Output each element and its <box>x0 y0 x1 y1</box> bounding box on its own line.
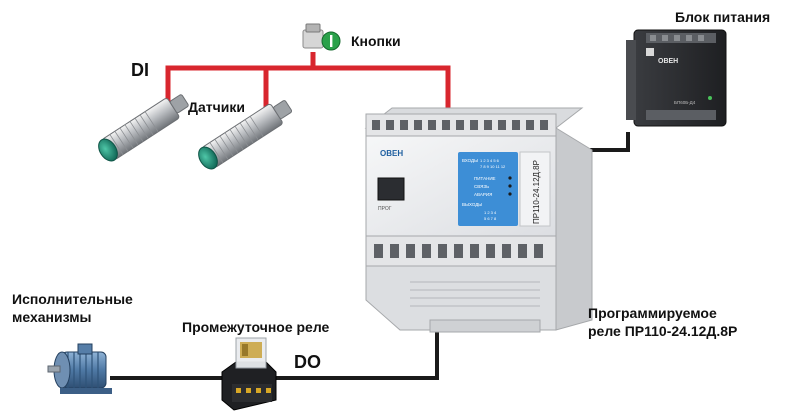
do-wire <box>268 330 439 380</box>
actuators-label-line2: механизмы <box>12 309 92 325</box>
svg-text:ВХОДЫ: ВХОДЫ <box>462 158 478 163</box>
actuators-label: Исполнительные механизмы <box>12 290 133 326</box>
svg-text:ВЫХОДЫ: ВЫХОДЫ <box>462 202 482 207</box>
di-label: DI <box>131 60 149 80</box>
svg-text:ПР110-24.12Д.8Р: ПР110-24.12Д.8Р <box>532 160 541 224</box>
input-wire-bus <box>165 65 451 108</box>
svg-text:ОВЕН: ОВЕН <box>658 58 678 65</box>
sensors-label: Датчики <box>188 99 245 115</box>
do-label: DO <box>294 352 321 372</box>
svg-text:5 6 7 8: 5 6 7 8 <box>484 216 497 221</box>
plc-caption-label: Программируемое реле ПР110-24.12Д.8Р <box>588 304 737 340</box>
inductive-proximity-sensor-icon <box>98 94 189 162</box>
pushbutton-icon <box>302 23 341 51</box>
input-wiring <box>165 52 451 110</box>
intermediate-relay-label: Промежуточное реле <box>182 319 330 335</box>
svg-text:ОВЕН: ОВЕН <box>380 149 403 158</box>
power-supply-icon: ОВЕН БП60Б-Д4 <box>626 29 727 127</box>
electric-motor-icon <box>47 343 112 394</box>
inductive-proximity-sensor-icon <box>198 100 293 170</box>
output-wiring <box>110 132 630 380</box>
svg-text:ПРОГ: ПРОГ <box>378 206 392 212</box>
plc-icon: ОВЕН ПРОГ ВХОДЫ 1 2 3 4 5 6 7 8 9 10 11 … <box>364 107 593 333</box>
svg-text:СВЯЗЬ: СВЯЗЬ <box>474 184 489 189</box>
top-terminals <box>372 120 548 130</box>
plc-caption-line2: реле ПР110-24.12Д.8Р <box>588 323 738 339</box>
relay-icon <box>221 337 277 411</box>
buttons-label: Кнопки <box>351 33 401 49</box>
svg-text:7 8 9 10 11 12: 7 8 9 10 11 12 <box>480 164 506 169</box>
power-supply-label: Блок питания <box>675 9 771 25</box>
actuators-label-line1: Исполнительные <box>12 291 133 307</box>
svg-text:БП60Б-Д4: БП60Б-Д4 <box>674 100 696 105</box>
svg-text:ПИТАНИЕ: ПИТАНИЕ <box>474 176 496 181</box>
svg-text:АВАРИЯ: АВАРИЯ <box>474 192 492 197</box>
plc-caption-line1: Программируемое <box>588 305 717 321</box>
power-wire <box>590 132 630 152</box>
svg-text:1 2 3 4: 1 2 3 4 <box>484 210 497 215</box>
svg-text:1 2 3 4 5 6: 1 2 3 4 5 6 <box>480 158 500 163</box>
bottom-terminals <box>374 244 543 258</box>
